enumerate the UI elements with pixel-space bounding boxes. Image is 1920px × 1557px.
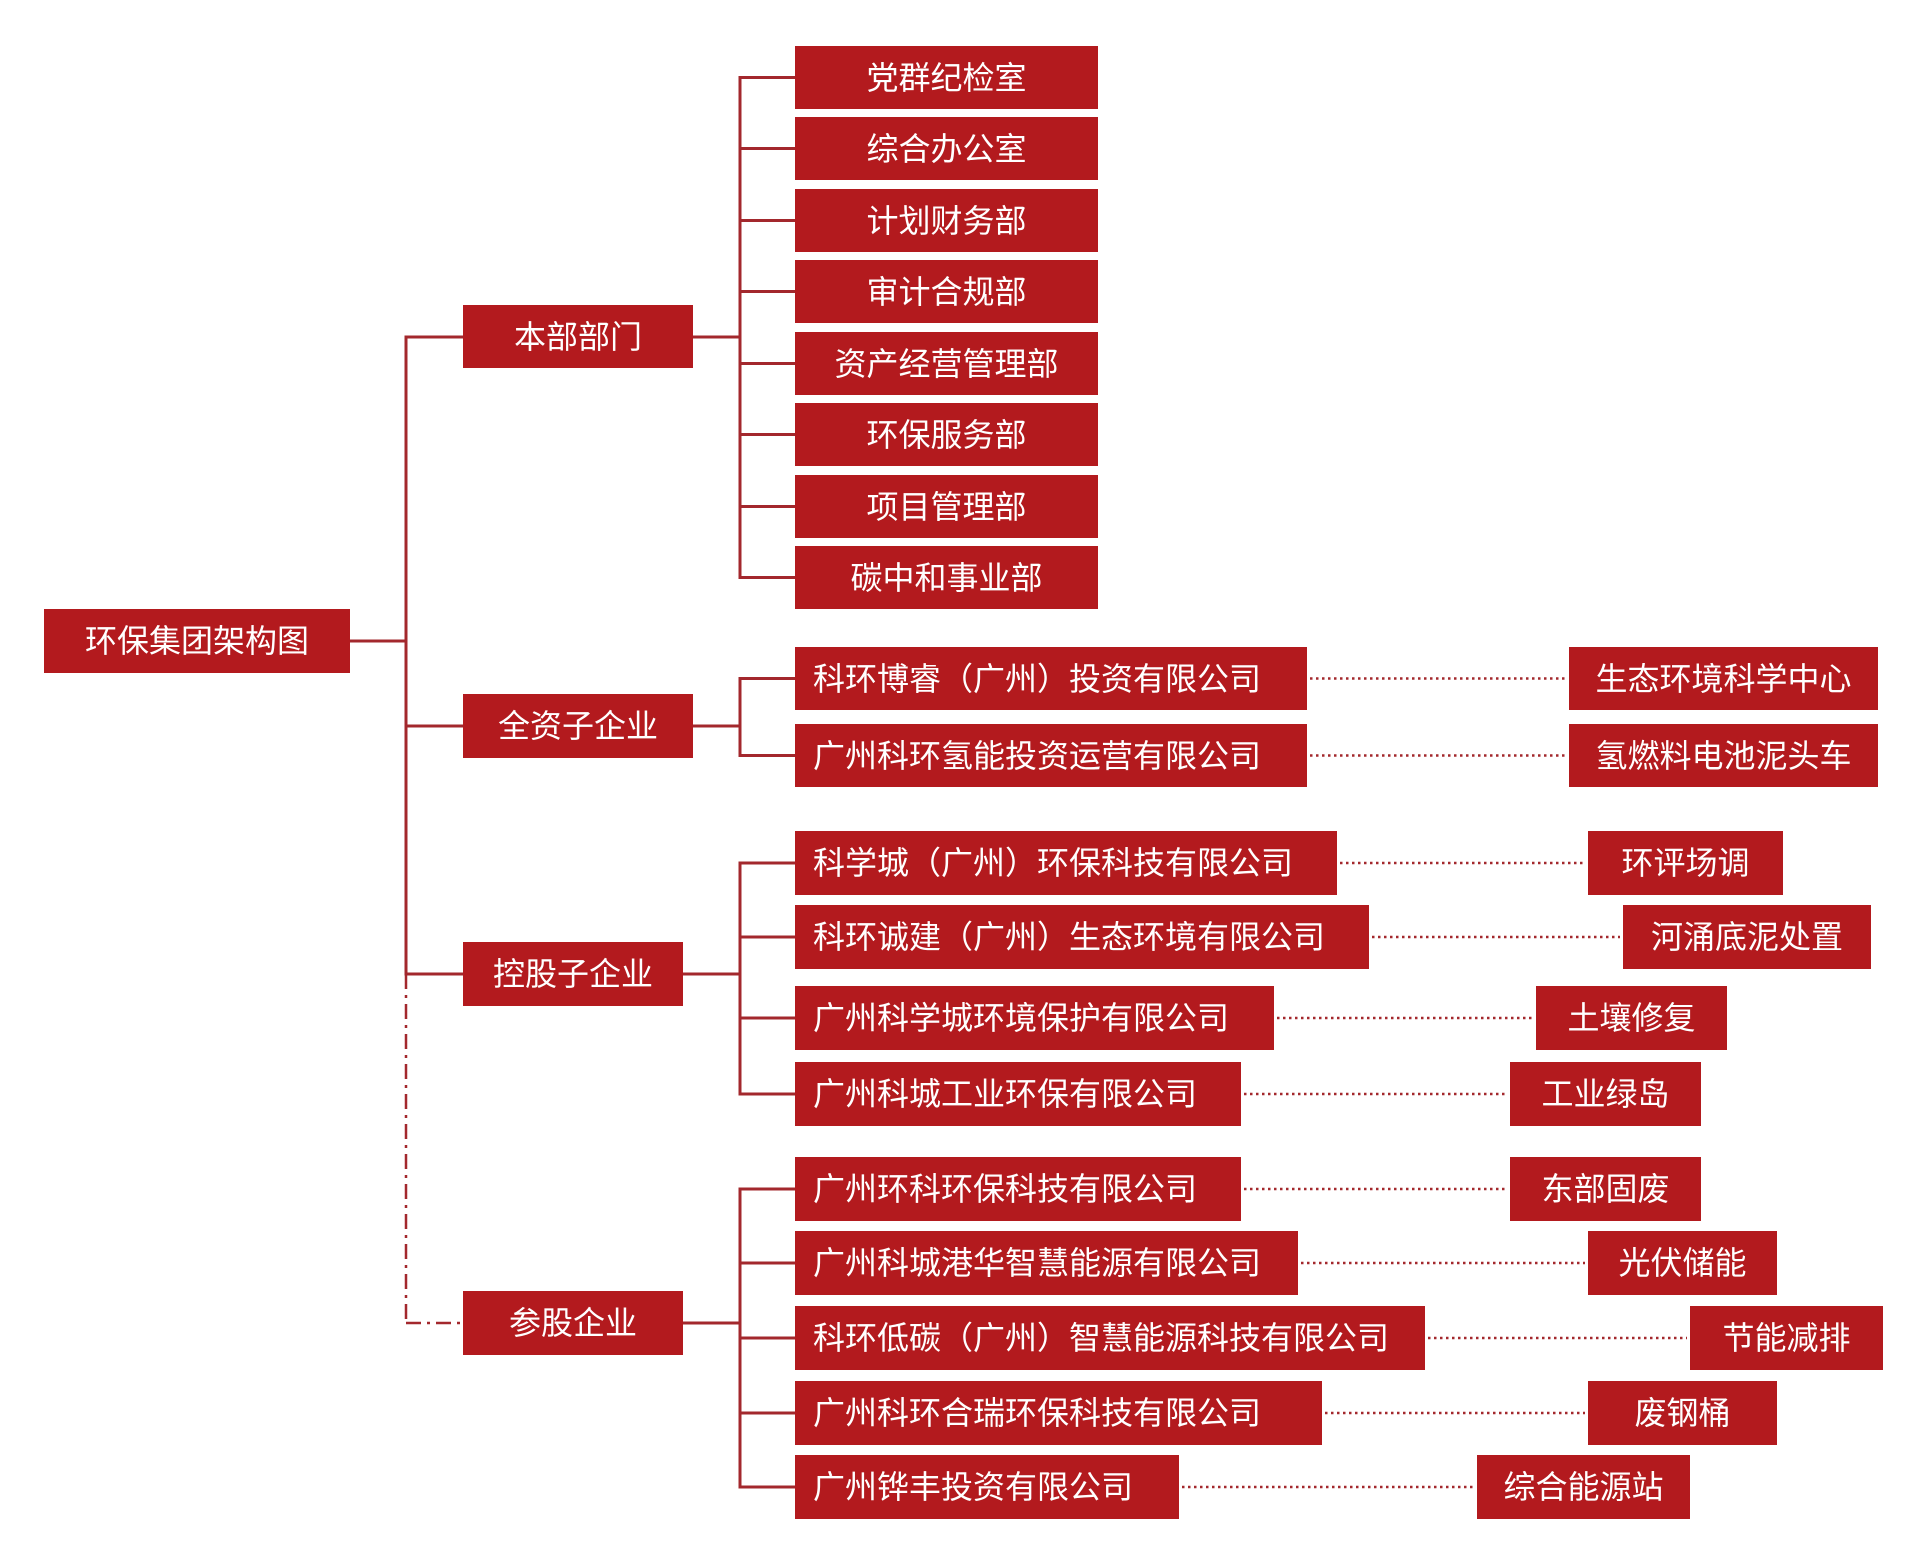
business-node: 生态环境科学中心 <box>1569 647 1878 710</box>
department-node: 计划财务部 <box>795 189 1098 252</box>
company-node: 科环诚建（广州）生态环境有限公司 <box>795 905 1369 969</box>
company-node: 广州科城港华智慧能源有限公司 <box>795 1231 1298 1295</box>
company-node: 广州铧丰投资有限公司 <box>795 1455 1179 1519</box>
company-node: 科学城（广州）环保科技有限公司 <box>795 831 1337 895</box>
group-node-equity-participation: 参股企业 <box>463 1291 683 1355</box>
department-node: 党群纪检室 <box>795 46 1098 109</box>
group-node-holding-subsidiaries: 控股子企业 <box>463 942 683 1006</box>
company-node: 广州环科环保科技有限公司 <box>795 1157 1241 1221</box>
department-node: 综合办公室 <box>795 117 1098 180</box>
company-node: 广州科环氢能投资运营有限公司 <box>795 724 1307 787</box>
department-node: 审计合规部 <box>795 260 1098 323</box>
company-node: 广州科城工业环保有限公司 <box>795 1062 1241 1126</box>
company-node: 科环低碳（广州）智慧能源科技有限公司 <box>795 1306 1425 1370</box>
business-node: 综合能源站 <box>1477 1455 1690 1519</box>
department-node: 环保服务部 <box>795 403 1098 466</box>
business-node: 光伏储能 <box>1588 1231 1777 1295</box>
company-node: 广州科环合瑞环保科技有限公司 <box>795 1381 1322 1445</box>
department-node: 项目管理部 <box>795 475 1098 538</box>
department-node: 资产经营管理部 <box>795 332 1098 395</box>
business-node: 节能减排 <box>1690 1306 1883 1370</box>
company-node: 广州科学城环境保护有限公司 <box>795 986 1274 1050</box>
business-node: 环评场调 <box>1588 831 1783 895</box>
root-node: 环保集团架构图 <box>44 609 350 673</box>
company-node: 科环博睿（广州）投资有限公司 <box>795 647 1307 710</box>
business-node: 氢燃料电池泥头车 <box>1569 724 1878 787</box>
business-node: 东部固废 <box>1510 1157 1701 1221</box>
group-node-headquarters-departments: 本部部门 <box>463 305 693 368</box>
department-node: 碳中和事业部 <box>795 546 1098 609</box>
group-node-wholly-owned-subsidiaries: 全资子企业 <box>463 694 693 758</box>
business-node: 工业绿岛 <box>1510 1062 1701 1126</box>
business-node: 土壤修复 <box>1536 986 1727 1050</box>
business-node: 废钢桶 <box>1588 1381 1777 1445</box>
business-node: 河涌底泥处置 <box>1623 905 1871 969</box>
